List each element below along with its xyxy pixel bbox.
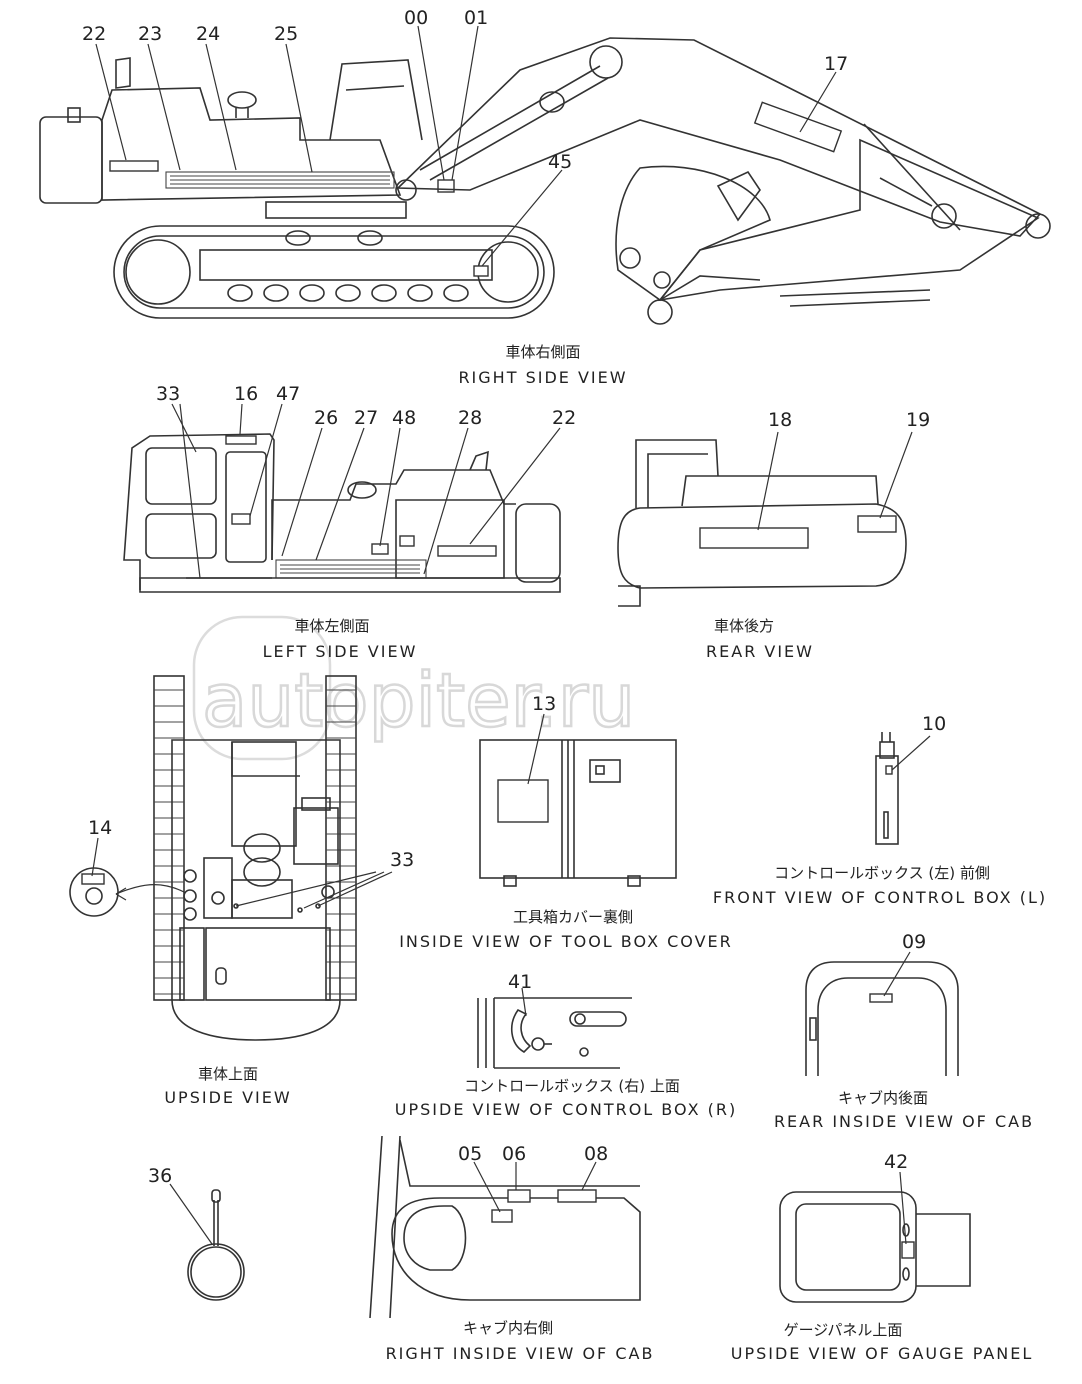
watermark-text: autopiter.ru bbox=[202, 658, 635, 744]
callout-28: 28 bbox=[458, 407, 482, 429]
callout-06: 06 bbox=[502, 1143, 526, 1165]
callout-01: 01 bbox=[464, 7, 488, 29]
callout-45: 45 bbox=[548, 151, 572, 173]
caption-control-box-r-en: UPSIDE VIEW OF CONTROL BOX (R) bbox=[395, 1100, 737, 1119]
caption-cab-rear-en: REAR INSIDE VIEW OF CAB bbox=[774, 1112, 1034, 1131]
callout-47: 47 bbox=[276, 383, 300, 405]
callout-18: 18 bbox=[768, 409, 792, 431]
rear-view-drawing bbox=[617, 439, 907, 607]
callout-24: 24 bbox=[196, 23, 220, 45]
callout-33-left: 33 bbox=[156, 383, 180, 405]
callout-14: 14 bbox=[88, 817, 112, 839]
callout-16: 16 bbox=[234, 383, 258, 405]
caption-right-side-jp: 車体右側面 bbox=[505, 343, 580, 361]
caption-right-side-en: RIGHT SIDE VIEW bbox=[458, 368, 627, 387]
callout-19: 19 bbox=[906, 409, 930, 431]
rear-view-leaders bbox=[757, 431, 913, 531]
caption-control-box-l-jp: コントロールボックス (左) 前側 bbox=[774, 864, 990, 882]
callout-08: 08 bbox=[584, 1143, 608, 1165]
callout-22-right: 22 bbox=[82, 23, 106, 45]
caption-rear-en: REAR VIEW bbox=[706, 642, 814, 661]
control-box-l-drawing bbox=[875, 732, 931, 845]
gauge-panel-drawing bbox=[779, 1171, 971, 1303]
callout-00: 00 bbox=[404, 7, 428, 29]
cab-right-inside-leaders bbox=[473, 1161, 597, 1213]
callout-23: 23 bbox=[138, 23, 162, 45]
callout-09: 09 bbox=[902, 931, 926, 953]
cab-right-inside-drawing bbox=[369, 1135, 641, 1319]
caption-gauge-panel-en: UPSIDE VIEW OF GAUGE PANEL bbox=[731, 1344, 1034, 1363]
callout-05: 05 bbox=[458, 1143, 482, 1165]
upside-view-drawing bbox=[69, 675, 357, 1041]
caption-tool-box-en: INSIDE VIEW OF TOOL BOX COVER bbox=[399, 932, 733, 951]
callout-10: 10 bbox=[922, 713, 946, 735]
right-side-view-drawing bbox=[39, 37, 1051, 325]
caption-control-box-r-jp: コントロールボックス (右) 上面 bbox=[464, 1077, 680, 1095]
caption-control-box-l-en: FRONT VIEW OF CONTROL BOX (L) bbox=[713, 888, 1047, 907]
callout-17: 17 bbox=[824, 53, 848, 75]
callout-48: 48 bbox=[392, 407, 416, 429]
callout-27: 27 bbox=[354, 407, 378, 429]
caption-rear-jp: 車体後方 bbox=[714, 617, 774, 635]
caption-cab-right-en: RIGHT INSIDE VIEW OF CAB bbox=[386, 1344, 655, 1363]
cab-rear-inside-drawing bbox=[805, 951, 959, 1076]
caption-left-side-jp: 車体左側面 bbox=[294, 617, 369, 635]
callout-25: 25 bbox=[274, 23, 298, 45]
caption-cab-rear-jp: キャブ内後面 bbox=[838, 1089, 928, 1107]
callout-22-left: 22 bbox=[552, 407, 576, 429]
caption-upside-en: UPSIDE VIEW bbox=[164, 1088, 291, 1107]
callout-26: 26 bbox=[314, 407, 338, 429]
control-box-r-drawing bbox=[477, 987, 632, 1069]
watermark: autopiter.ru bbox=[192, 615, 636, 761]
caption-gauge-panel-jp: ゲージパネル上面 bbox=[784, 1321, 903, 1339]
right-side-view-leaders bbox=[95, 25, 837, 267]
callout-33-upside: 33 bbox=[390, 849, 414, 871]
callout-41: 41 bbox=[508, 971, 532, 993]
upside-view-leaders bbox=[91, 837, 393, 909]
caption-cab-right-jp: キャブ内右側 bbox=[463, 1319, 553, 1337]
caption-tool-box-jp: 工具箱カバー裏側 bbox=[513, 908, 633, 926]
caption-upside-jp: 車体上面 bbox=[198, 1065, 258, 1083]
callout-42: 42 bbox=[884, 1151, 908, 1173]
tool-box-cover-drawing bbox=[479, 713, 677, 887]
left-side-view-leaders bbox=[171, 403, 561, 579]
ring-part-drawing bbox=[169, 1183, 245, 1301]
callout-13: 13 bbox=[532, 693, 556, 715]
left-side-view-drawing bbox=[123, 433, 561, 593]
caption-left-side-en: LEFT SIDE VIEW bbox=[263, 642, 418, 661]
callout-36: 36 bbox=[148, 1165, 172, 1187]
